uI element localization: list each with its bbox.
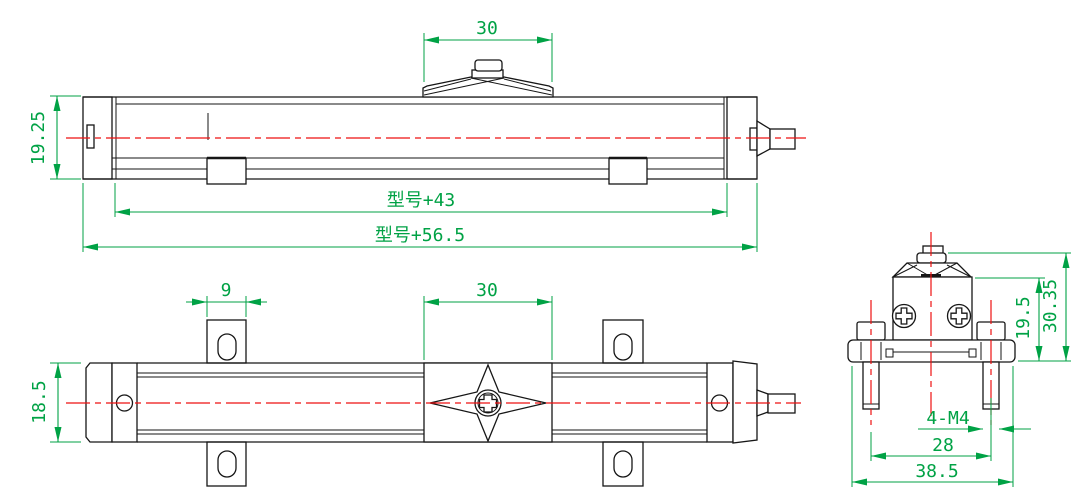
mounting-bracket-bottom-right — [602, 441, 644, 487]
dim-text-end-block-height: 19.5 — [1013, 296, 1034, 339]
phillips-screw-icon — [891, 303, 917, 329]
dim-side-body-length: 型号+43 — [114, 183, 728, 217]
dim-end-total-height: 30.35 — [948, 252, 1071, 362]
dim-text-plan-bracket-width: 9 — [221, 280, 232, 301]
dim-text-side-height: 19.25 — [28, 111, 49, 165]
dim-text-side-body-length: 型号+43 — [387, 190, 456, 211]
dim-plan-height: 18.5 — [29, 362, 81, 443]
dim-text-plan-slider-width: 30 — [476, 280, 498, 301]
dim-plan-slider-width: 30 — [423, 280, 553, 360]
plan-body — [85, 362, 707, 443]
dim-end-block-height: 19.5 — [975, 277, 1045, 361]
mounting-bracket-bottom-left — [206, 441, 247, 487]
bracket-slot — [217, 333, 237, 361]
dim-end-base-width: 38.5 — [851, 366, 1014, 487]
clamp-screw-head — [474, 59, 503, 72]
dim-side-height: 19.25 — [28, 95, 81, 180]
dim-text-plan-height: 18.5 — [29, 380, 50, 423]
shaft-flange — [732, 360, 758, 444]
dim-text-end-bolt-spacing: 28 — [932, 435, 954, 456]
dim-end-bolt-spacing: 28 — [870, 398, 992, 461]
dim-text-end-total-height: 30.35 — [1040, 279, 1061, 333]
phillips-screw-icon — [946, 303, 972, 329]
dim-side-total-length: 型号+56.5 — [82, 183, 758, 252]
plan-right-end — [706, 360, 796, 444]
dim-end-thread-spec: 4-M4 — [918, 408, 1031, 433]
dim-side-slider-width: 30 — [423, 18, 553, 82]
slider-clamp — [422, 59, 554, 98]
mounting-clip-left — [206, 156, 247, 185]
plan-view: 9 30 18.5 — [29, 280, 801, 487]
connector-notch — [86, 124, 95, 149]
dim-plan-bracket-width: 9 — [186, 280, 267, 317]
bracket-slot — [613, 333, 633, 361]
bracket-slot — [217, 450, 237, 478]
end-slider-head — [891, 245, 973, 341]
mounting-bracket-top-left — [206, 319, 247, 364]
dim-text-end-thread-spec: 4-M4 — [926, 408, 969, 429]
mounting-bracket-top-right — [602, 319, 644, 364]
side-view: 30 19.25 型号+43 型号+56.5 — [28, 18, 806, 252]
dim-text-side-total-length: 型号+56.5 — [375, 225, 465, 246]
dim-text-end-base-width: 38.5 — [915, 461, 958, 482]
bracket-slot — [613, 450, 633, 478]
end-view: 19.5 30.35 4-M4 28 38.5 — [847, 232, 1071, 487]
dim-text-side-slider-width: 30 — [476, 18, 498, 39]
mounting-clip-right — [608, 156, 648, 185]
